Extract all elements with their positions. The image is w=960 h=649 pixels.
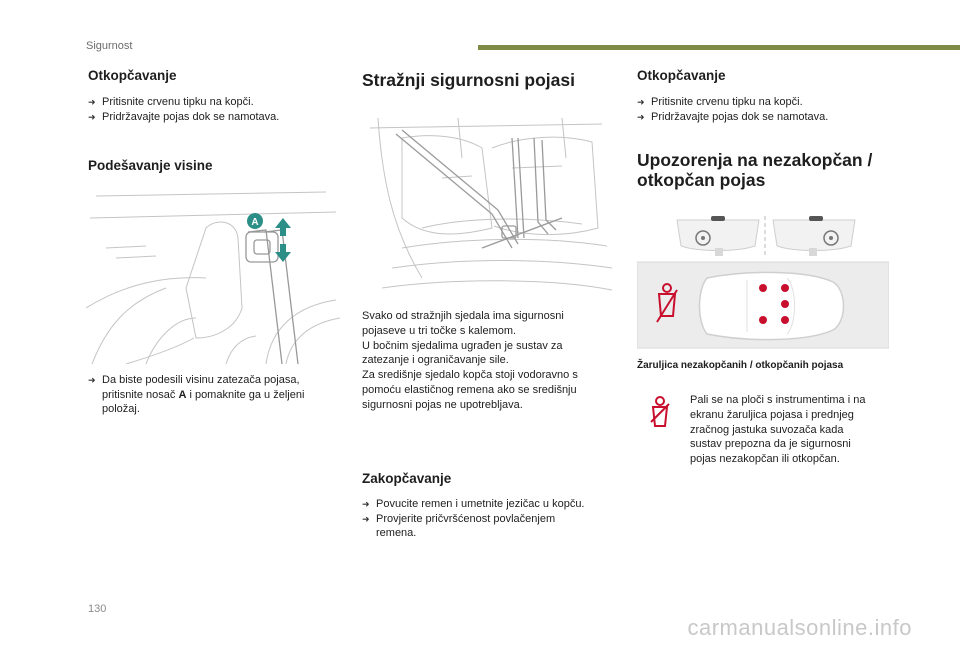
seat-indicator-icon	[781, 284, 789, 292]
rear-seat-illustration	[362, 118, 612, 298]
buckle-steps: Povucite remen i umetnite jezičac u kopč…	[362, 497, 622, 541]
arrow-down-icon	[275, 244, 291, 262]
list-item: Provjerite pričvršćenost povlačenjemreme…	[362, 512, 622, 541]
rear-belts-description: Svako od stražnjih sjedala ima sigurnosn…	[362, 310, 578, 411]
buckle-heading: Zakopčavanje	[362, 471, 452, 486]
height-adjust-illustration: A	[86, 188, 340, 364]
height-adjust-heading: Podešavanje visine	[88, 158, 213, 173]
marker-a-label: A	[251, 217, 258, 228]
unbuckle-heading-right: Otkopčavanje	[637, 68, 726, 83]
mirror-right-icon	[772, 216, 856, 256]
list-item: Pridržavajte pojas dok se namotava.	[637, 110, 897, 125]
car-topview-icon	[698, 271, 845, 341]
warning-lamps-illustration	[637, 216, 889, 349]
height-adjust-steps: Da biste podesili visinu zatezača pojasa…	[88, 373, 348, 417]
list-item: Povucite remen i umetnite jezičac u kopč…	[362, 497, 622, 512]
list-item: Da biste podesili visinu zatezača pojasa…	[88, 373, 348, 417]
unbuckle-steps-right: Pritisnite crvenu tipku na kopči. Pridrž…	[637, 95, 897, 124]
unbuckle-heading-left: Otkopčavanje	[88, 68, 177, 83]
warning-lamp-caption: Žaruljica nezakopčanih / otkopčanih poja…	[637, 360, 844, 371]
header-accent-bar	[478, 45, 960, 50]
marker-a-icon	[247, 213, 263, 229]
section-label: Sigurnost	[86, 40, 133, 52]
seat-indicator-icon	[759, 316, 767, 324]
warning-heading: Upozorenja na nezakopčan / otkopčan poja…	[637, 150, 873, 190]
seat-indicator-icon	[781, 300, 789, 308]
watermark: carmanualsonline.info	[687, 615, 912, 640]
list-item: Pritisnite crvenu tipku na kopči.	[637, 95, 897, 110]
seatbelt-warning-icon	[650, 396, 670, 427]
arrow-up-icon	[275, 218, 291, 236]
seatbelt-warning-icon	[656, 283, 678, 323]
page-number: 130	[88, 603, 107, 615]
mirror-left-icon	[676, 216, 760, 256]
seat-indicator-icon	[759, 284, 767, 292]
unbuckle-steps-left: Pritisnite crvenu tipku na kopči. Pridrž…	[88, 95, 328, 124]
rear-belts-heading: Stražnji sigurnosni pojasi	[362, 70, 575, 90]
warning-description: Pali se na ploči s instrumentima i na ek…	[690, 394, 866, 466]
seat-indicator-icon	[781, 316, 789, 324]
list-item: Pritisnite crvenu tipku na kopči.	[88, 95, 328, 110]
list-item: Pridržavajte pojas dok se namotava.	[88, 110, 328, 125]
